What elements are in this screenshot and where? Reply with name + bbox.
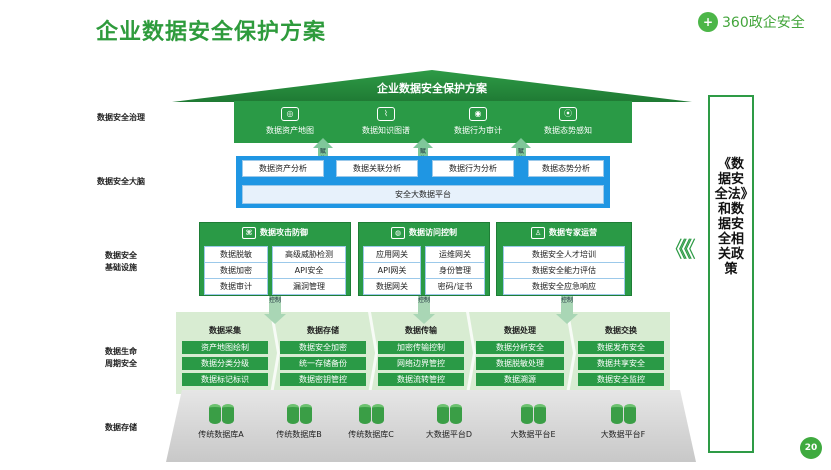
lifecycle-title: 数据处理 bbox=[504, 326, 536, 335]
database-icon bbox=[436, 404, 462, 424]
infra-item: 密码/证书 bbox=[425, 278, 485, 295]
fingerprint-icon: ⌘ bbox=[242, 226, 256, 239]
storage-item: 大数据平台F bbox=[578, 404, 668, 440]
control-arrow: 控制 bbox=[264, 296, 286, 324]
governance-item: ◉ 数据行为审计 bbox=[454, 107, 502, 135]
sense-icon: ⦿ bbox=[559, 107, 577, 121]
storage-item: 传统数据库B bbox=[254, 404, 344, 440]
control-arrow: 控制 bbox=[413, 296, 435, 324]
governance-item: ⦿ 数据态势感知 bbox=[544, 107, 592, 135]
audit-icon: ◉ bbox=[469, 107, 487, 121]
page-title: 企业数据安全保护方案 bbox=[96, 20, 327, 45]
infra-item: 运维网关 bbox=[425, 246, 485, 263]
brain-item: 数据资产分析 bbox=[242, 160, 324, 177]
plus-icon: + bbox=[698, 12, 718, 32]
lifecycle-item: 数据发布安全 bbox=[578, 341, 664, 354]
brain-panel: 数据资产分析 数据关联分析 数据行为分析 数据态势分析 安全大数据平台 bbox=[236, 156, 610, 208]
brand-name: 360政企安全 bbox=[722, 15, 805, 31]
row-label-storage: 数据存储 bbox=[105, 423, 137, 432]
lifecycle-title: 数据存储 bbox=[307, 326, 339, 335]
infra-expert-ops: ♙数据专家运营 数据安全人才培训 数据安全能力评估 数据安全应急响应 bbox=[496, 222, 632, 296]
infra-item: 应用网关 bbox=[363, 246, 421, 263]
governance-item: ◎ 数据资产地图 bbox=[266, 107, 314, 135]
governance-item: ⌇ 数据知识图谱 bbox=[362, 107, 410, 135]
database-icon bbox=[286, 404, 312, 424]
lifecycle-item: 数据标记标识 bbox=[182, 373, 268, 386]
lifecycle-item: 网络边界管控 bbox=[378, 357, 464, 370]
storage-item: 大数据平台E bbox=[488, 404, 578, 440]
lifecycle-title: 数据采集 bbox=[209, 326, 241, 335]
database-icon bbox=[610, 404, 636, 424]
row-label-lifecycle-1: 数据生命 bbox=[105, 347, 137, 356]
roof-title: 企业数据安全保护方案 bbox=[377, 82, 487, 95]
database-icon bbox=[520, 404, 546, 424]
lifecycle-item: 加密传输控制 bbox=[378, 341, 464, 354]
governance-panel: ◎ 数据资产地图 ⌇ 数据知识图谱 ◉ 数据行为审计 ⦿ 数据态势感知 bbox=[234, 101, 632, 143]
storage-item: 传统数据库C bbox=[326, 404, 416, 440]
brain-item: 数据态势分析 bbox=[528, 160, 604, 177]
control-arrow: 控制 bbox=[556, 296, 578, 324]
lifecycle-item: 数据密钥管控 bbox=[280, 373, 366, 386]
lifecycle-item: 统一存储备份 bbox=[280, 357, 366, 370]
infra-item: 数据加密 bbox=[204, 262, 268, 279]
map-icon: ◎ bbox=[281, 107, 299, 121]
lifecycle-item: 数据安全监控 bbox=[578, 373, 664, 386]
brain-item: 数据关联分析 bbox=[336, 160, 418, 177]
policy-panel bbox=[708, 95, 754, 453]
lifecycle-title: 数据交换 bbox=[605, 326, 637, 335]
lifecycle-item: 数据分析安全 bbox=[476, 341, 564, 354]
infra-item: 数据脱敏 bbox=[204, 246, 268, 263]
lifecycle-item: 数据安全加密 bbox=[280, 341, 366, 354]
infra-item: API网关 bbox=[363, 262, 421, 279]
database-icon bbox=[208, 404, 234, 424]
lifecycle-item: 数据共享安全 bbox=[578, 357, 664, 370]
chart-icon: ⌇ bbox=[377, 107, 395, 121]
row-label-infra-2: 基础设施 bbox=[105, 263, 137, 272]
big-data-platform: 安全大数据平台 bbox=[242, 185, 604, 204]
lifecycle-item: 数据流转管控 bbox=[378, 373, 464, 386]
globe-icon: ◍ bbox=[391, 226, 405, 239]
infra-item: 数据安全人才培训 bbox=[503, 246, 625, 263]
row-label-governance: 数据安全治理 bbox=[97, 113, 145, 122]
lifecycle-item: 数据分类分级 bbox=[182, 357, 268, 370]
policy-text: 《数据安全法》和数据安全相关政策 bbox=[714, 157, 748, 277]
lifecycle-item: 数据脱敏处理 bbox=[476, 357, 564, 370]
infra-item: 数据安全应急响应 bbox=[503, 278, 625, 295]
lifecycle-item: 数据溯源 bbox=[476, 373, 564, 386]
lifecycle-title: 数据传输 bbox=[405, 326, 437, 335]
infra-item: 数据网关 bbox=[363, 278, 421, 295]
storage-item: 大数据平台D bbox=[404, 404, 494, 440]
brain-item: 数据行为分析 bbox=[432, 160, 514, 177]
row-label-lifecycle-2: 周期安全 bbox=[105, 359, 137, 368]
page-number: 20 bbox=[800, 437, 822, 459]
infra-item: 漏洞管理 bbox=[272, 278, 346, 295]
chevron-left-icon: 《《《 bbox=[664, 238, 696, 263]
infra-item: 数据安全能力评估 bbox=[503, 262, 625, 279]
storage-item: 传统数据库A bbox=[176, 404, 266, 440]
infra-item: 身份管理 bbox=[425, 262, 485, 279]
infra-item: 数据审计 bbox=[204, 278, 268, 295]
infra-item: API安全 bbox=[272, 262, 346, 279]
database-icon bbox=[358, 404, 384, 424]
lifecycle-item: 资产地图绘制 bbox=[182, 341, 268, 354]
presenter-icon: ♙ bbox=[531, 226, 545, 239]
storage-floor bbox=[166, 390, 696, 462]
brand-logo: + 360政企安全 bbox=[698, 12, 805, 32]
row-label-infra-1: 数据安全 bbox=[105, 251, 137, 260]
infra-item: 高级威胁检测 bbox=[272, 246, 346, 263]
row-label-brain: 数据安全大脑 bbox=[97, 177, 145, 186]
infra-access-control: ◍数据访问控制 应用网关 运维网关 API网关 身份管理 数据网关 密码/证书 bbox=[358, 222, 490, 296]
infra-attack-defense: ⌘数据攻击防御 数据脱敏 高级威胁检测 数据加密 API安全 数据审计 漏洞管理 bbox=[199, 222, 351, 296]
